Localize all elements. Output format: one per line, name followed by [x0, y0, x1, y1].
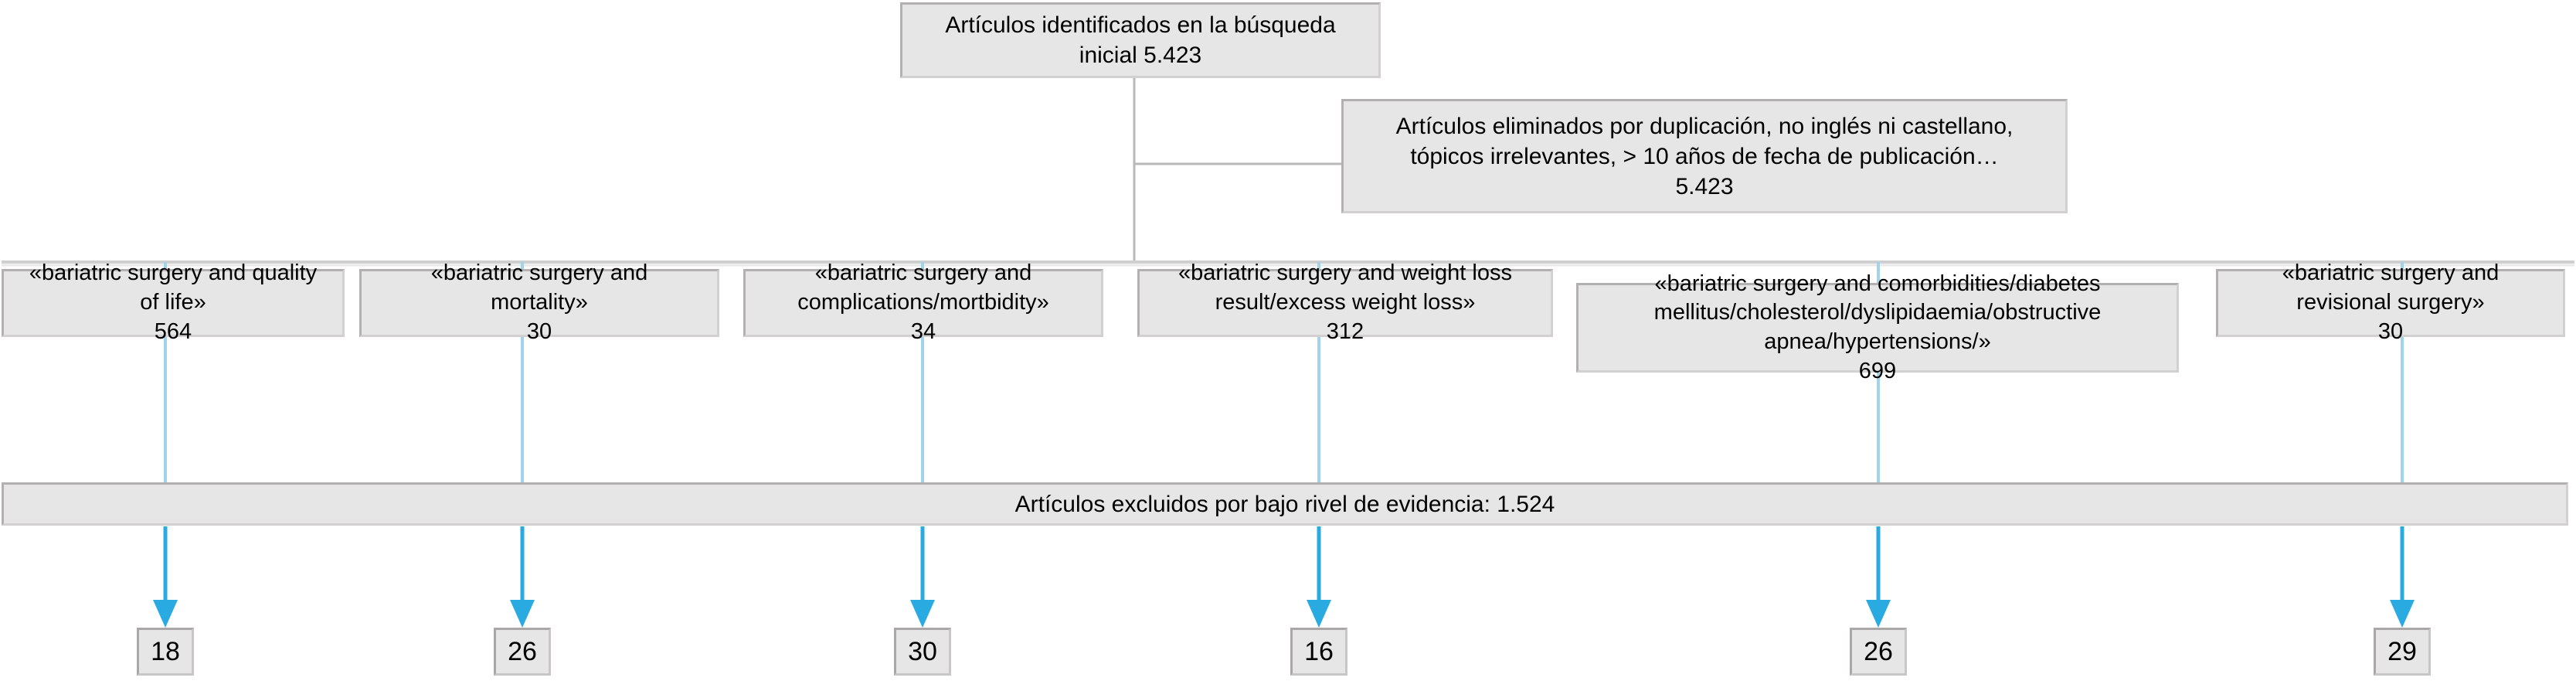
removed-articles-text: Artículos eliminados por duplicación, no… — [1344, 111, 2065, 202]
query-line-1: «bariatric surgery and — [2282, 260, 2500, 286]
result-box-mortality: 26 — [494, 628, 551, 676]
query-text: «bariatric surgery and quality of life» 56… — [4, 259, 342, 346]
identified-articles-text: Artículos identificados en la búsqueda in… — [902, 10, 1378, 70]
result-count: 26 — [1864, 636, 1893, 666]
result-box-complications-morbidity: 30 — [894, 628, 951, 676]
result-count: 29 — [2387, 636, 2417, 666]
cyan-arrow-mortality — [510, 526, 535, 628]
cyan-arrow-weight-loss — [1307, 526, 1331, 628]
query-line-1: «bariatric surgery and — [814, 260, 1032, 286]
result-box-revisional-surgery: 29 — [2374, 628, 2431, 676]
query-box-mortality: «bariatric surgery and mortality» 30 — [359, 260, 719, 344]
query-count: 30 — [526, 318, 552, 344]
cyan-arrow-comorbidities — [1866, 526, 1891, 628]
result-count: 18 — [151, 636, 180, 666]
removed-line-3: 5.423 — [1675, 173, 1734, 199]
result-count: 16 — [1304, 636, 1334, 666]
query-text: «bariatric surgery and complications/mort… — [746, 259, 1101, 346]
identified-line-2: inicial 5.423 — [1079, 43, 1202, 68]
cyan-arrow-revisional-surgery — [2390, 526, 2415, 628]
query-box-weight-loss: «bariatric surgery and weight loss result… — [1137, 260, 1553, 344]
query-line-2: mellitus/cholesterol/dyslipidaemia/obstr… — [1653, 300, 2102, 325]
query-text: «bariatric surgery and mortality» 30 — [362, 259, 717, 346]
query-box-revisional-surgery: «bariatric surgery and revisional surgery… — [2216, 260, 2565, 344]
query-box-comorbidities: «bariatric surgery and comorbidities/dia… — [1576, 271, 2179, 383]
query-line-1: «bariatric surgery and comorbidities/dia… — [1654, 271, 2101, 296]
query-line-2: mortality» — [491, 290, 588, 315]
query-count: 312 — [1326, 318, 1364, 344]
query-text: «bariatric surgery and comorbidities/dia… — [1579, 270, 2177, 386]
cyan-arrow-quality-of-life — [153, 526, 178, 628]
excluded-articles-bar: Artículos excluidos por bajo rivel de ev… — [2, 482, 2568, 526]
removed-line-2: tópicos irrelevantes, > 10 años de fecha… — [1410, 143, 1999, 169]
query-text: «bariatric surgery and revisional surgery… — [2218, 259, 2563, 346]
query-count: 564 — [154, 318, 192, 344]
query-count: 699 — [1858, 358, 1897, 383]
result-count: 30 — [908, 636, 937, 666]
result-count: 26 — [508, 636, 537, 666]
query-box-complications-morbidity: «bariatric surgery and complications/mort… — [743, 260, 1103, 344]
query-line-2: of life» — [140, 290, 206, 315]
query-line-1: «bariatric surgery and quality — [29, 260, 318, 286]
query-line-1: «bariatric surgery and weight loss — [1178, 260, 1512, 286]
result-box-weight-loss: 16 — [1290, 628, 1347, 676]
result-box-comorbidities: 26 — [1850, 628, 1907, 676]
query-line-2: complications/mortbidity» — [797, 290, 1049, 315]
query-line-2: revisional surgery» — [2296, 290, 2485, 315]
removed-line-1: Artículos eliminados por duplicación, no… — [1395, 113, 2014, 139]
removed-articles-box: Artículos eliminados por duplicación, no… — [1341, 99, 2068, 213]
identified-line-1: Artículos identificados en la búsqueda — [945, 12, 1336, 38]
query-line-1: «bariatric surgery and — [430, 260, 648, 286]
query-count: 34 — [910, 318, 936, 344]
cyan-arrow-complications-morbidity — [910, 526, 935, 628]
query-line-2: result/excess weight loss» — [1215, 290, 1476, 315]
identified-articles-box: Artículos identificados en la búsqueda in… — [900, 2, 1381, 78]
query-text: «bariatric surgery and weight loss result… — [1140, 259, 1551, 346]
excluded-articles-text: Artículos excluidos por bajo rivel de ev… — [1014, 491, 1555, 517]
query-count: 30 — [2377, 318, 2404, 344]
query-box-quality-of-life: «bariatric surgery and quality of life» 56… — [2, 260, 345, 344]
result-box-quality-of-life: 18 — [137, 628, 194, 676]
query-line-3: apnea/hypertensions/» — [1764, 329, 1991, 354]
